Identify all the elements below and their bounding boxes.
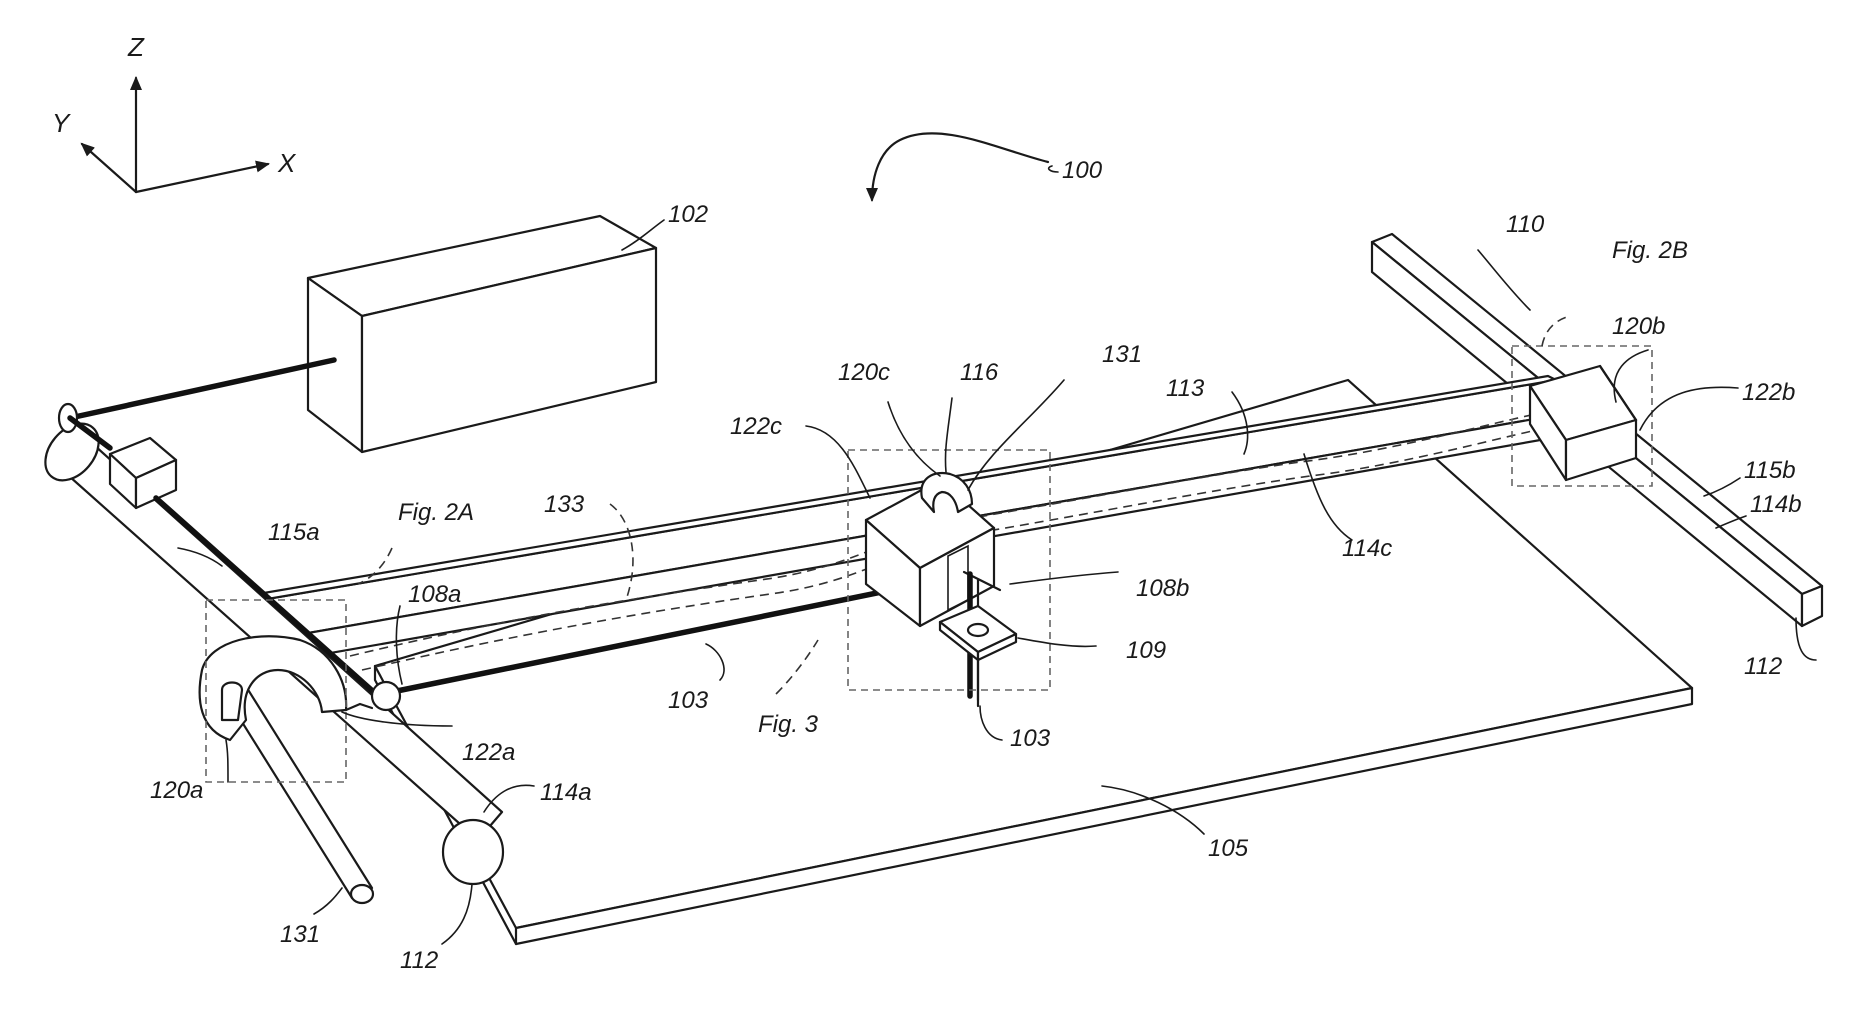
z-axis-label: Z <box>127 32 145 62</box>
label-122c: 122c <box>730 413 782 440</box>
label-110: 110 <box>1506 211 1545 238</box>
label-fig-2b: Fig. 2B <box>1612 237 1688 264</box>
label-122a: 122a <box>462 739 515 766</box>
label-120b: 120b <box>1612 313 1665 340</box>
label-105: 105 <box>1208 835 1249 862</box>
label-114c: 114c <box>1342 535 1392 562</box>
label-114b: 114b <box>1750 491 1802 518</box>
label-103-bottom: 103 <box>1010 725 1051 752</box>
y-axis-arrow <box>82 144 136 192</box>
label-108a: 108a <box>408 581 461 608</box>
label-131-top: 131 <box>1102 341 1142 368</box>
label-100: 100 <box>1062 157 1103 184</box>
y-axis-label: Y <box>52 108 71 138</box>
roller-end-112 <box>443 820 503 884</box>
label-131-bottom: 131 <box>280 921 320 948</box>
coordinate-axes: Z Y X <box>52 32 297 192</box>
label-120c: 120c <box>838 359 890 386</box>
label-102: 102 <box>668 201 708 228</box>
carriage-120b <box>1530 366 1636 480</box>
label-113: 113 <box>1166 375 1205 402</box>
label-122b: 122b <box>1742 379 1795 406</box>
x-axis-label: X <box>277 148 297 178</box>
label-133: 133 <box>544 491 585 518</box>
system-100-arrow <box>872 133 1048 200</box>
label-103-mid: 103 <box>668 687 709 714</box>
label-115b: 115b <box>1744 457 1796 484</box>
label-116: 116 <box>960 359 999 386</box>
label-112-right: 112 <box>1744 653 1782 680</box>
label-120a: 120a <box>150 777 203 804</box>
x-axis-arrow <box>136 164 268 192</box>
label-109: 109 <box>1126 637 1166 664</box>
laser-source-102 <box>308 216 656 452</box>
label-112-bottom: 112 <box>400 947 438 974</box>
label-115a: 115a <box>268 519 320 546</box>
label-114a: 114a <box>540 779 592 806</box>
label-fig-2a: Fig. 2A <box>398 499 474 526</box>
label-108b: 108b <box>1136 575 1189 602</box>
mirror-108a <box>372 682 400 710</box>
label-fig-3: Fig. 3 <box>758 711 819 738</box>
